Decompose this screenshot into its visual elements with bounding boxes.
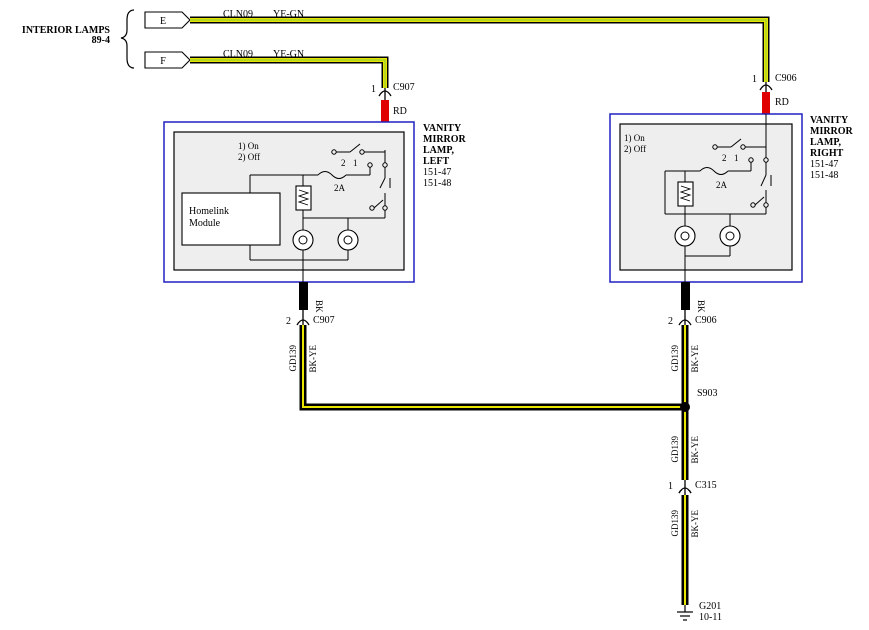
left-ground-circuit: GD139 <box>288 345 298 372</box>
c906-bottom-wire-color: BK <box>696 300 706 313</box>
c907-bottom-name: C907 <box>313 315 335 326</box>
c907-bottom-pin: 2 <box>286 316 291 327</box>
c906-top-wire-color: RD <box>775 97 789 108</box>
ground-name: G201 <box>699 601 721 612</box>
left-legend-off: 2) Off <box>238 152 260 162</box>
pin-e-label: E <box>160 16 166 27</box>
pin-f-color: YE-GN <box>273 49 304 60</box>
right-module-ref-2: 151-48 <box>810 170 838 181</box>
right-module-name-3: LAMP, <box>810 137 842 148</box>
left-module-name-3: LAMP, <box>423 145 455 156</box>
left-switch-num-1: 1 <box>353 158 358 168</box>
right-fuse <box>699 167 729 175</box>
right-vanity-lamp: 1 C906 RD 1) On 2) Off 2 1 <box>609 73 854 373</box>
left-vanity-lamp: 1 C907 RD 1) On 2) Off 2 <box>163 82 467 373</box>
left-legend-on: 1) On <box>238 141 259 151</box>
right-resistor <box>677 181 694 207</box>
right-switch <box>712 138 772 208</box>
right-legend-on: 1) On <box>624 133 645 143</box>
c906-top-name: C906 <box>775 73 797 84</box>
left-switch <box>331 143 391 211</box>
c315-pin: 1 <box>668 481 673 492</box>
left-module-ref-1: 151-47 <box>423 167 451 178</box>
splice-name: S903 <box>697 388 718 399</box>
right-module-name-2: MIRROR <box>810 126 854 137</box>
ground-g201-symbol <box>677 605 693 621</box>
pin-e-circuit: CLN09 <box>223 9 253 20</box>
c315-name: C315 <box>695 480 717 491</box>
left-module-ref-2: 151-48 <box>423 178 451 189</box>
right-fuse-label: 2A <box>716 180 728 190</box>
interior-lamps-group: INTERIOR LAMPS 89-4 E F CLN09 YE-GN CLN0… <box>22 9 304 69</box>
c907-top-pin: 1 <box>371 84 376 95</box>
group-brace <box>120 9 135 69</box>
ye-gn-wires <box>190 16 770 88</box>
right-ground-color: BK-YE <box>690 345 700 373</box>
right-module-ref-1: 151-47 <box>810 159 838 170</box>
right-legend-off: 2) Off <box>624 144 646 154</box>
left-module-name-2: MIRROR <box>423 134 467 145</box>
pin-f-connector <box>144 51 191 69</box>
c906-bottom-name: C906 <box>695 315 717 326</box>
splice-wire-circuit: GD139 <box>670 436 680 463</box>
interior-lamps-ref: 89-4 <box>92 35 110 46</box>
c315-wire-circuit: GD139 <box>670 510 680 537</box>
homelink-label-1: Homelink <box>189 206 229 217</box>
splice-wire-color: BK-YE <box>690 436 700 464</box>
c315-wire-color: BK-YE <box>690 510 700 538</box>
c906-top-pin: 1 <box>752 74 757 85</box>
right-switch-num-1: 1 <box>734 153 739 163</box>
left-fuse <box>317 171 347 179</box>
homelink-module <box>181 192 281 246</box>
right-module-name-1: VANITY <box>810 115 849 126</box>
left-ground-color: BK-YE <box>308 345 318 373</box>
right-lamp-2 <box>719 225 741 247</box>
right-lamp-1 <box>674 225 696 247</box>
c907-top-wire-color: RD <box>393 106 407 117</box>
left-module-name-1: VANITY <box>423 123 462 134</box>
left-module-name-4: LEFT <box>423 156 449 167</box>
pin-e-color: YE-GN <box>273 9 304 20</box>
left-lamp-1 <box>292 229 314 251</box>
c907-top-name: C907 <box>393 82 415 93</box>
ground-ref: 10-11 <box>699 612 722 623</box>
pin-f-label: F <box>160 56 166 67</box>
left-switch-num-2: 2 <box>341 158 346 168</box>
homelink-label-2: Module <box>189 218 221 229</box>
c906-bottom-pin: 2 <box>668 316 673 327</box>
splice-s903 <box>680 402 690 412</box>
right-ground-circuit: GD139 <box>670 345 680 372</box>
pin-f-circuit: CLN09 <box>223 49 253 60</box>
c907-bottom-wire-color: BK <box>314 300 324 313</box>
interior-lamps-title: INTERIOR LAMPS <box>22 25 111 36</box>
left-fuse-label: 2A <box>334 183 346 193</box>
left-lamp-2 <box>337 229 359 251</box>
bk-ye-wires <box>299 325 689 605</box>
right-switch-num-2: 2 <box>722 153 727 163</box>
left-resistor <box>295 185 312 211</box>
pin-e-connector <box>144 11 191 29</box>
right-module-name-4: RIGHT <box>810 148 844 159</box>
